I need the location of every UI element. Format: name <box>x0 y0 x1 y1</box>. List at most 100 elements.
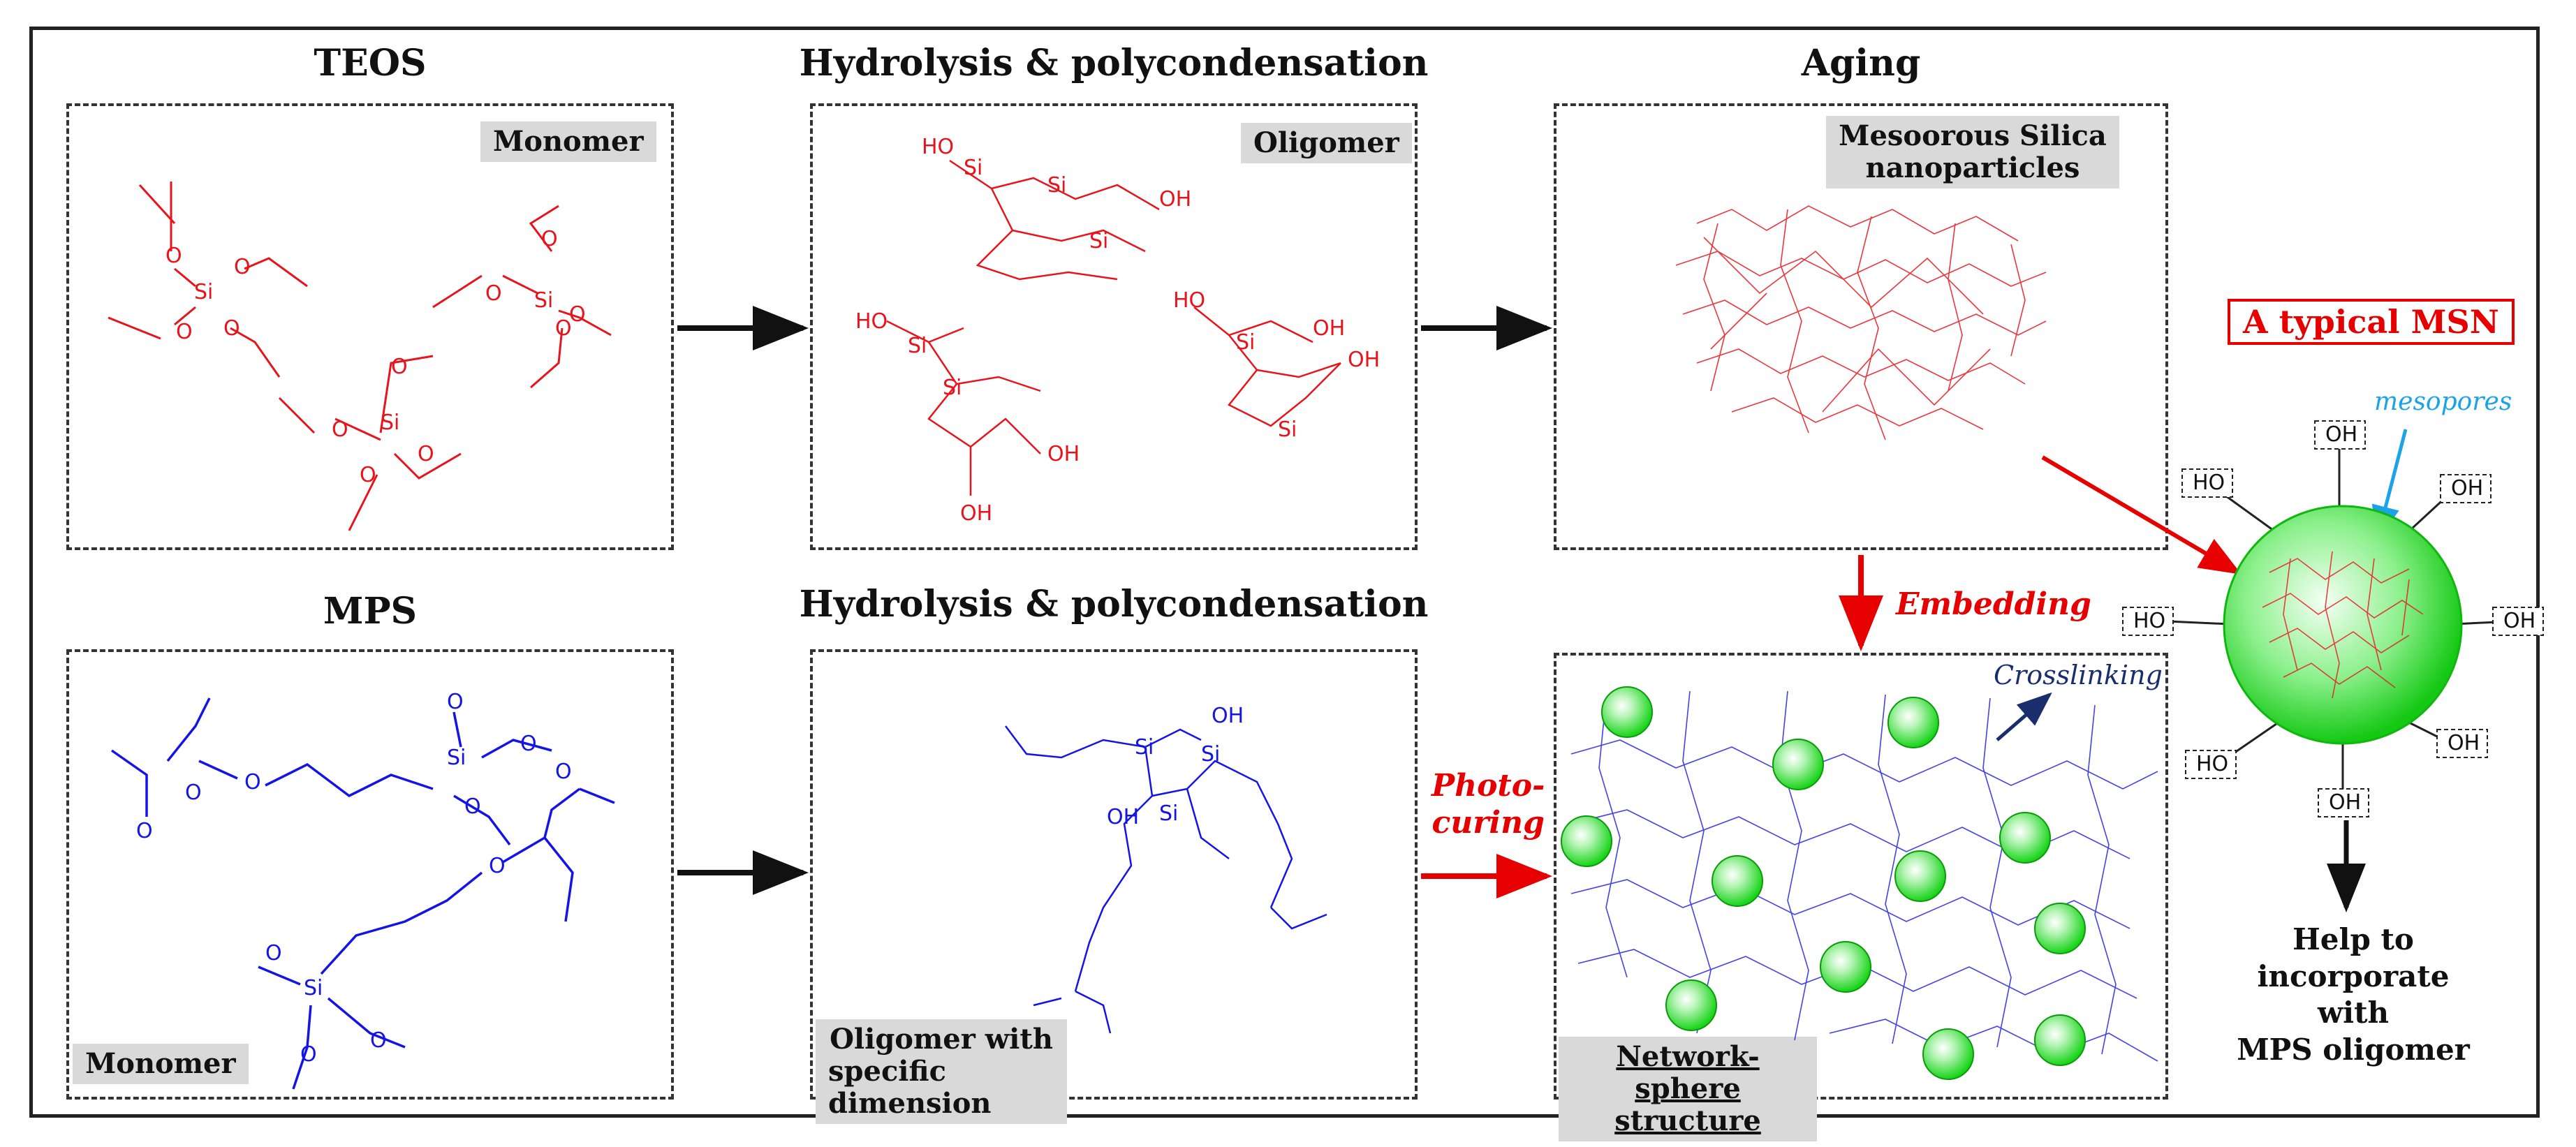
teos-o-4: O <box>223 316 240 341</box>
mps-title: MPS <box>323 590 418 632</box>
olig-si-1: Si <box>964 156 982 180</box>
silica-network <box>1675 205 2047 441</box>
msn-tag-line2: nanoparticles <box>1865 151 2080 184</box>
olig-ho-2: HO <box>855 309 888 334</box>
arrow-crosslinking <box>1996 692 2052 741</box>
help-line2: incorporate with <box>2257 959 2450 1030</box>
mps-olig-si-2: Si <box>1201 742 1220 767</box>
msn-ho-left: HO <box>2133 609 2165 633</box>
olig-oh-4: OH <box>1348 348 1380 372</box>
mps-o-8: O <box>555 760 572 784</box>
network-sphere <box>1894 850 1946 902</box>
mps-o-10: O <box>300 1042 317 1067</box>
mps-olig-oh-2: OH <box>1107 805 1139 829</box>
help-text: Help to incorporate with MPS oligomer <box>2221 922 2486 1068</box>
mps-o-9: O <box>265 941 282 965</box>
teos-o-9: O <box>332 417 348 442</box>
teos-si-2: Si <box>534 288 553 313</box>
embedding-label: Embedding <box>1896 586 2091 622</box>
panel-aging <box>1554 103 2168 550</box>
olig-si-3: Si <box>1089 229 1108 253</box>
msn-hydroxyls: OH HO OH HO OH HO OH OH <box>2122 420 2544 817</box>
oligomer-tag: Oligomer <box>1241 123 1412 163</box>
network-sphere <box>1601 686 1653 738</box>
mps-si-1: Si <box>447 746 466 770</box>
msn-oh-bottom: OH <box>2329 790 2361 815</box>
olig-oh-2: OH <box>960 501 992 526</box>
olig-si-7: Si <box>1278 417 1297 442</box>
mps-o-1: O <box>185 780 202 805</box>
network-sphere <box>1922 1028 1974 1080</box>
network-sphere <box>1712 855 1763 907</box>
teos-o-8: O <box>555 316 572 341</box>
network-sphere <box>1665 979 1717 1031</box>
olig-ho-3: HO <box>1173 288 1205 313</box>
mps-olig-oh-1: OH <box>1212 704 1244 728</box>
olig-si-6: Si <box>1236 330 1255 355</box>
teos-o-7: O <box>569 302 586 327</box>
mps-monomer-tag: Monomer <box>73 1044 249 1084</box>
olig-si-4: Si <box>908 334 927 358</box>
teos-o-11: O <box>418 442 434 466</box>
hydrolysis-title-bottom: Hydrolysis & polycondensation <box>799 583 1429 626</box>
msn-pores <box>2262 551 2424 699</box>
mps-o-7: O <box>489 854 506 878</box>
msn-illustration: OH HO OH HO OH HO OH OH <box>2122 420 2544 817</box>
network-sphere <box>2034 1014 2086 1066</box>
olig-oh-5: OH <box>1313 316 1345 341</box>
olig-ho-1: HO <box>922 135 954 159</box>
msn-tag-line1: Mesoorous Silica <box>1839 119 2107 152</box>
msn-title: A typical MSN <box>2228 299 2515 345</box>
mps-o-5: O <box>520 732 537 756</box>
olig-oh-1: OH <box>1159 187 1191 212</box>
photo-label-line1: Photo- <box>1431 768 1545 804</box>
crosslinking-label: Crosslinking <box>1994 660 2163 690</box>
msn-sphere <box>2223 505 2463 745</box>
panel-oligomer <box>810 103 1418 550</box>
teos-o-2: O <box>234 255 251 279</box>
msn-oh-upper-right: OH <box>2451 476 2483 501</box>
teos-si-3: Si <box>381 410 399 435</box>
olig-si-5: Si <box>943 376 962 400</box>
network-tag: Network-sphere structure <box>1559 1037 1817 1141</box>
msn-ho-upper-left: HO <box>2193 471 2225 495</box>
network-sphere <box>1561 815 1612 867</box>
olig-oh-3: OH <box>1047 442 1080 466</box>
teos-o-12: O <box>360 463 376 487</box>
hydrolysis-title-top: Hydrolysis & polycondensation <box>799 42 1429 84</box>
help-line3: MPS oligomer <box>2237 1032 2470 1067</box>
diagram-frame <box>29 27 2540 1118</box>
panel-network <box>1554 653 2168 1100</box>
msn-ho-lower-left: HO <box>2196 752 2228 776</box>
mps-si-2: Si <box>304 976 323 1000</box>
msn-tag: Mesoorous Silica nanoparticles <box>1826 116 2119 188</box>
teos-molecules: Si O O O O Si O O O O Si O O O O <box>108 182 612 531</box>
mps-molecules: O O O Si O O O Si O O O O O <box>110 690 615 1090</box>
msn-oh-top: OH <box>2325 422 2357 447</box>
panel-mps-oligomer <box>810 649 1418 1100</box>
mps-o-2: O <box>136 819 153 843</box>
teos-o-3: O <box>176 320 193 344</box>
network-spheres <box>1561 686 2086 1080</box>
photo-curing-label: Photo- curing <box>1431 768 1545 842</box>
network-lattice <box>1570 690 2158 1062</box>
mps-oligomer-structure: Si Si Si OH OH <box>1005 704 1327 1034</box>
photo-label-line2: curing <box>1431 804 1545 841</box>
teos-si-1: Si <box>194 280 213 304</box>
network-tag-line1: Network-sphere <box>1616 1040 1760 1105</box>
aging-title: Aging <box>1801 42 1921 84</box>
oligomer-clusters: Si Si Si Si Si Si Si HO OH HO OH OH OH H… <box>855 135 1380 526</box>
network-sphere <box>1820 941 1871 993</box>
mps-o-3: O <box>244 770 261 794</box>
mps-olig-si-3: Si <box>1159 801 1178 826</box>
teos-monomer-tag: Monomer <box>480 121 656 162</box>
mps-o-4: O <box>447 690 464 714</box>
network-sphere <box>1887 697 1939 748</box>
network-sphere <box>2034 903 2086 954</box>
teos-o-1: O <box>165 244 182 268</box>
teos-o-5: O <box>541 227 558 251</box>
panel-mps <box>66 649 674 1100</box>
arrow-to-msn <box>2041 455 2242 575</box>
help-line1: Help to <box>2292 922 2414 956</box>
panel-teos <box>66 103 674 550</box>
